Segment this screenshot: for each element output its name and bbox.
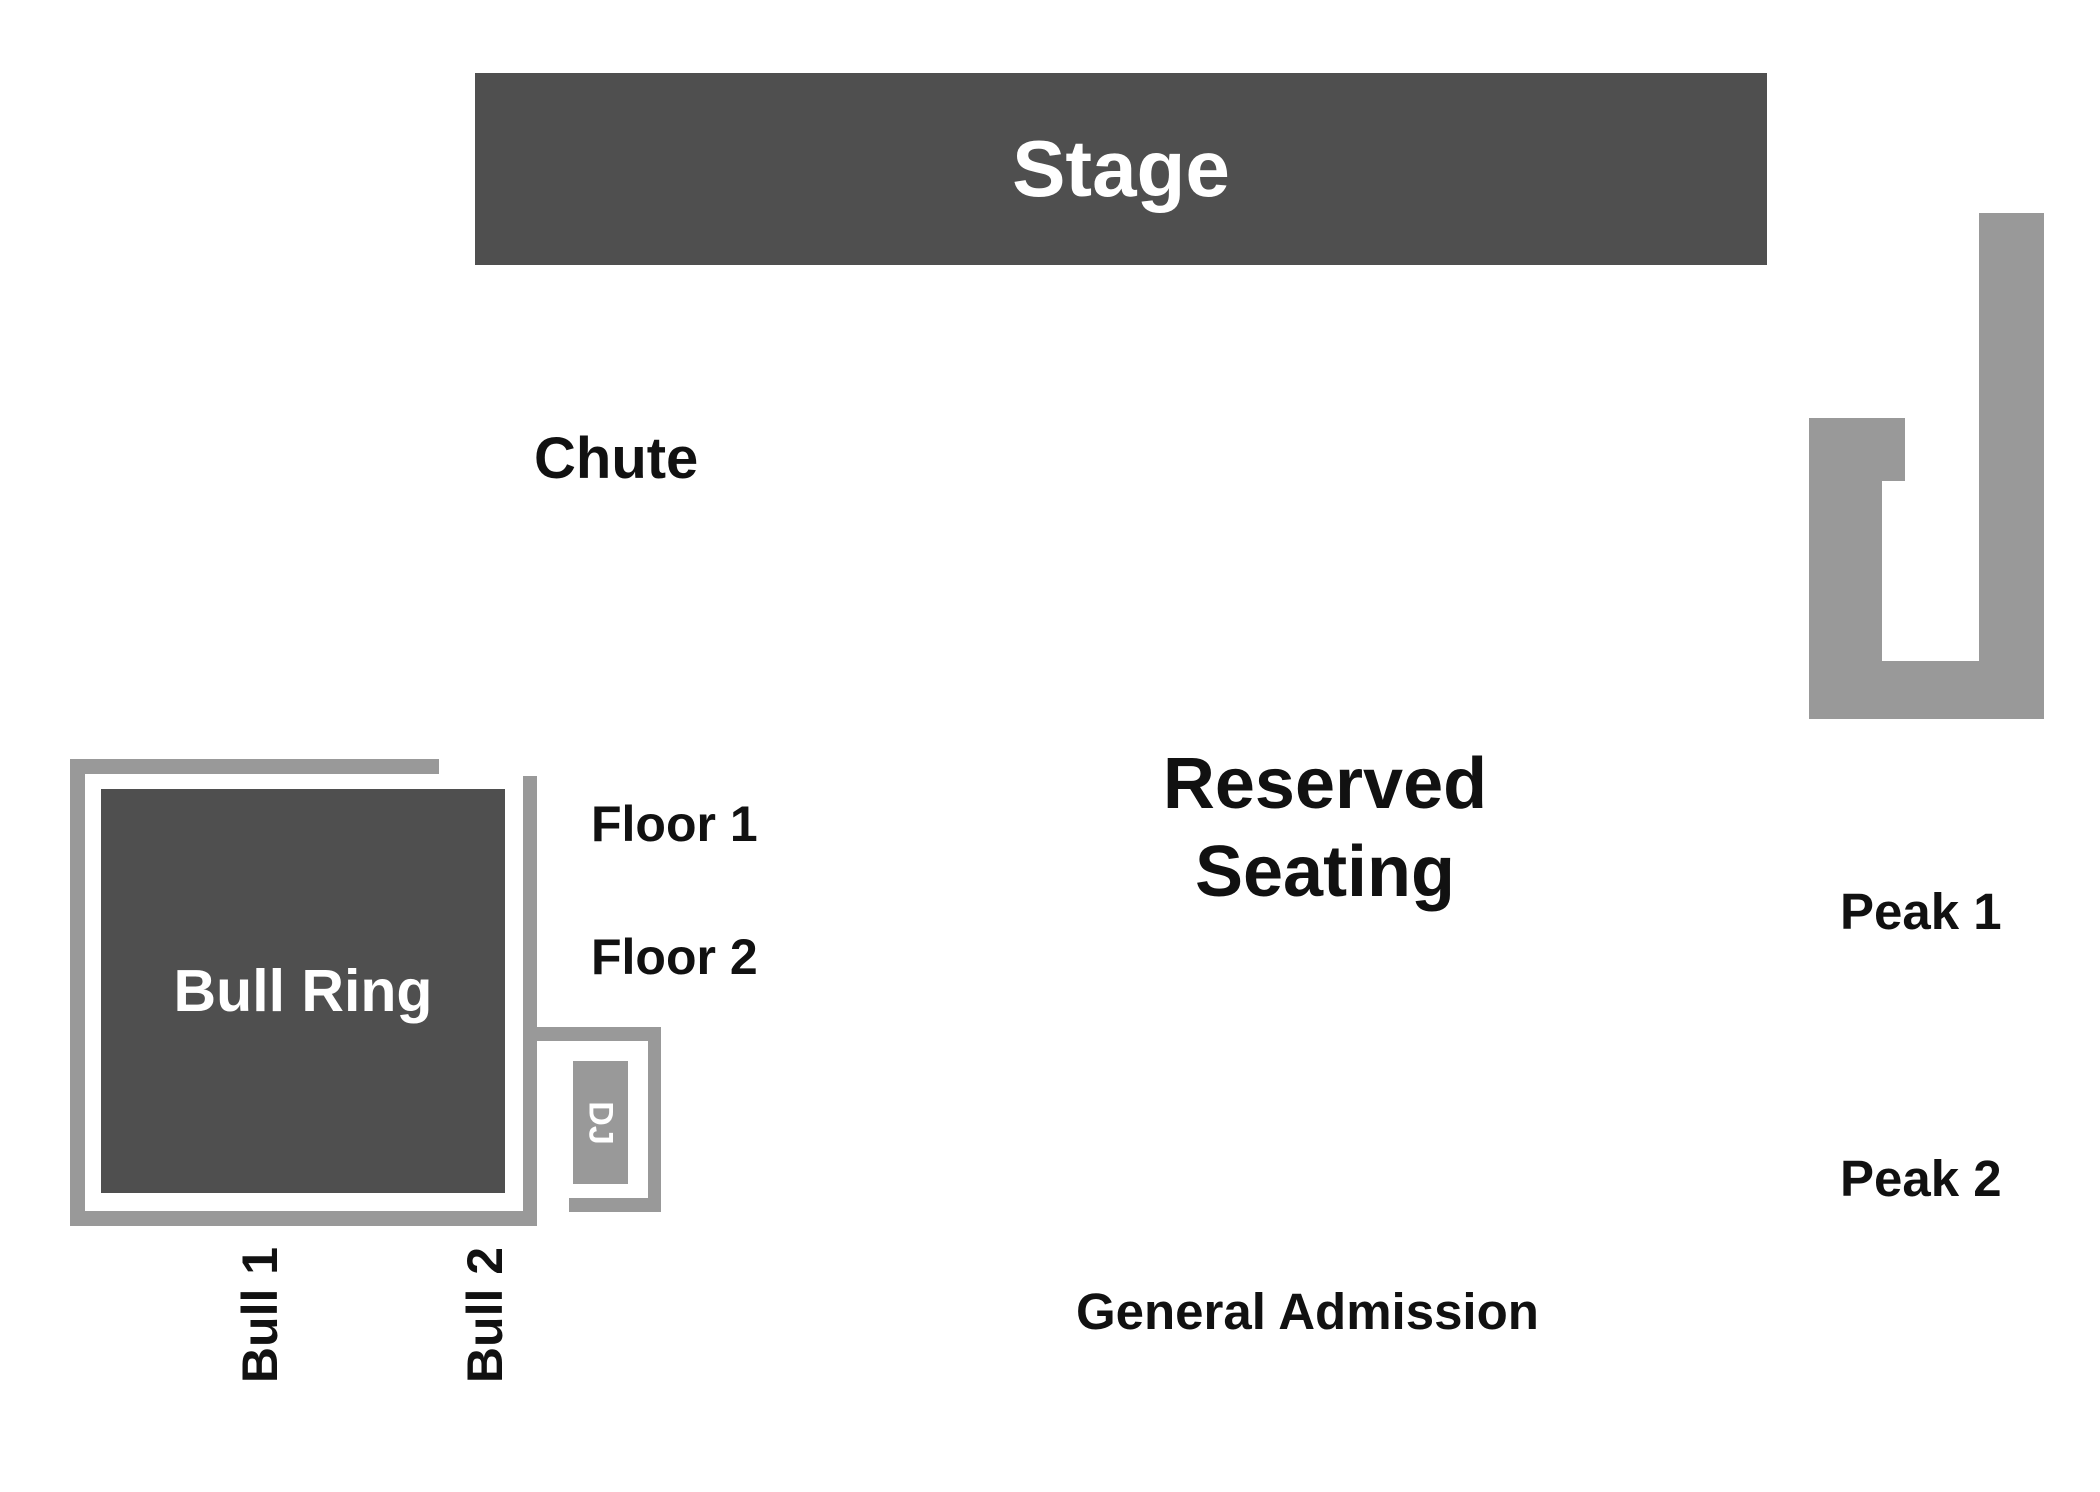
bull-2-label[interactable]: Bull 2 — [457, 1215, 513, 1415]
chute-label[interactable]: Chute — [534, 426, 699, 491]
bull-ring-frame-bottom — [70, 1211, 537, 1226]
bull-ring-section[interactable]: Bull Ring — [101, 789, 505, 1193]
dj-label: DJ — [581, 1100, 620, 1145]
right-barrier-tall-bar — [1979, 213, 2044, 719]
reserved-seating-label[interactable]: Reserved Seating — [1125, 740, 1525, 916]
reserved-seating-line1: Reserved — [1162, 744, 1488, 824]
dj-booth[interactable]: DJ — [573, 1061, 628, 1184]
general-admission-label[interactable]: General Admission — [1076, 1283, 1539, 1340]
floor-2-label[interactable]: Floor 2 — [591, 929, 758, 985]
bull-ring-frame-left — [70, 759, 85, 1226]
dj-frame-right — [648, 1027, 661, 1212]
dj-frame-bottom — [569, 1198, 661, 1212]
stage-section[interactable]: Stage — [475, 73, 1767, 265]
bull-ring-frame-right — [523, 776, 537, 1226]
reserved-seating-line2: Seating — [1194, 832, 1456, 912]
bull-1-label[interactable]: Bull 1 — [232, 1215, 288, 1415]
stage-label: Stage — [1012, 124, 1230, 213]
floor-1-label[interactable]: Floor 1 — [591, 796, 758, 852]
bull-2-text: Bull 2 — [457, 1246, 513, 1384]
peak-1-label[interactable]: Peak 1 — [1840, 883, 2002, 940]
peak-2-label[interactable]: Peak 2 — [1840, 1150, 2002, 1207]
dj-frame-top — [537, 1027, 661, 1041]
right-barrier-hook — [1809, 418, 1905, 481]
bull-ring-frame-top — [70, 759, 439, 774]
bull-ring-label: Bull Ring — [173, 957, 433, 1024]
bull-1-text: Bull 1 — [232, 1246, 288, 1384]
